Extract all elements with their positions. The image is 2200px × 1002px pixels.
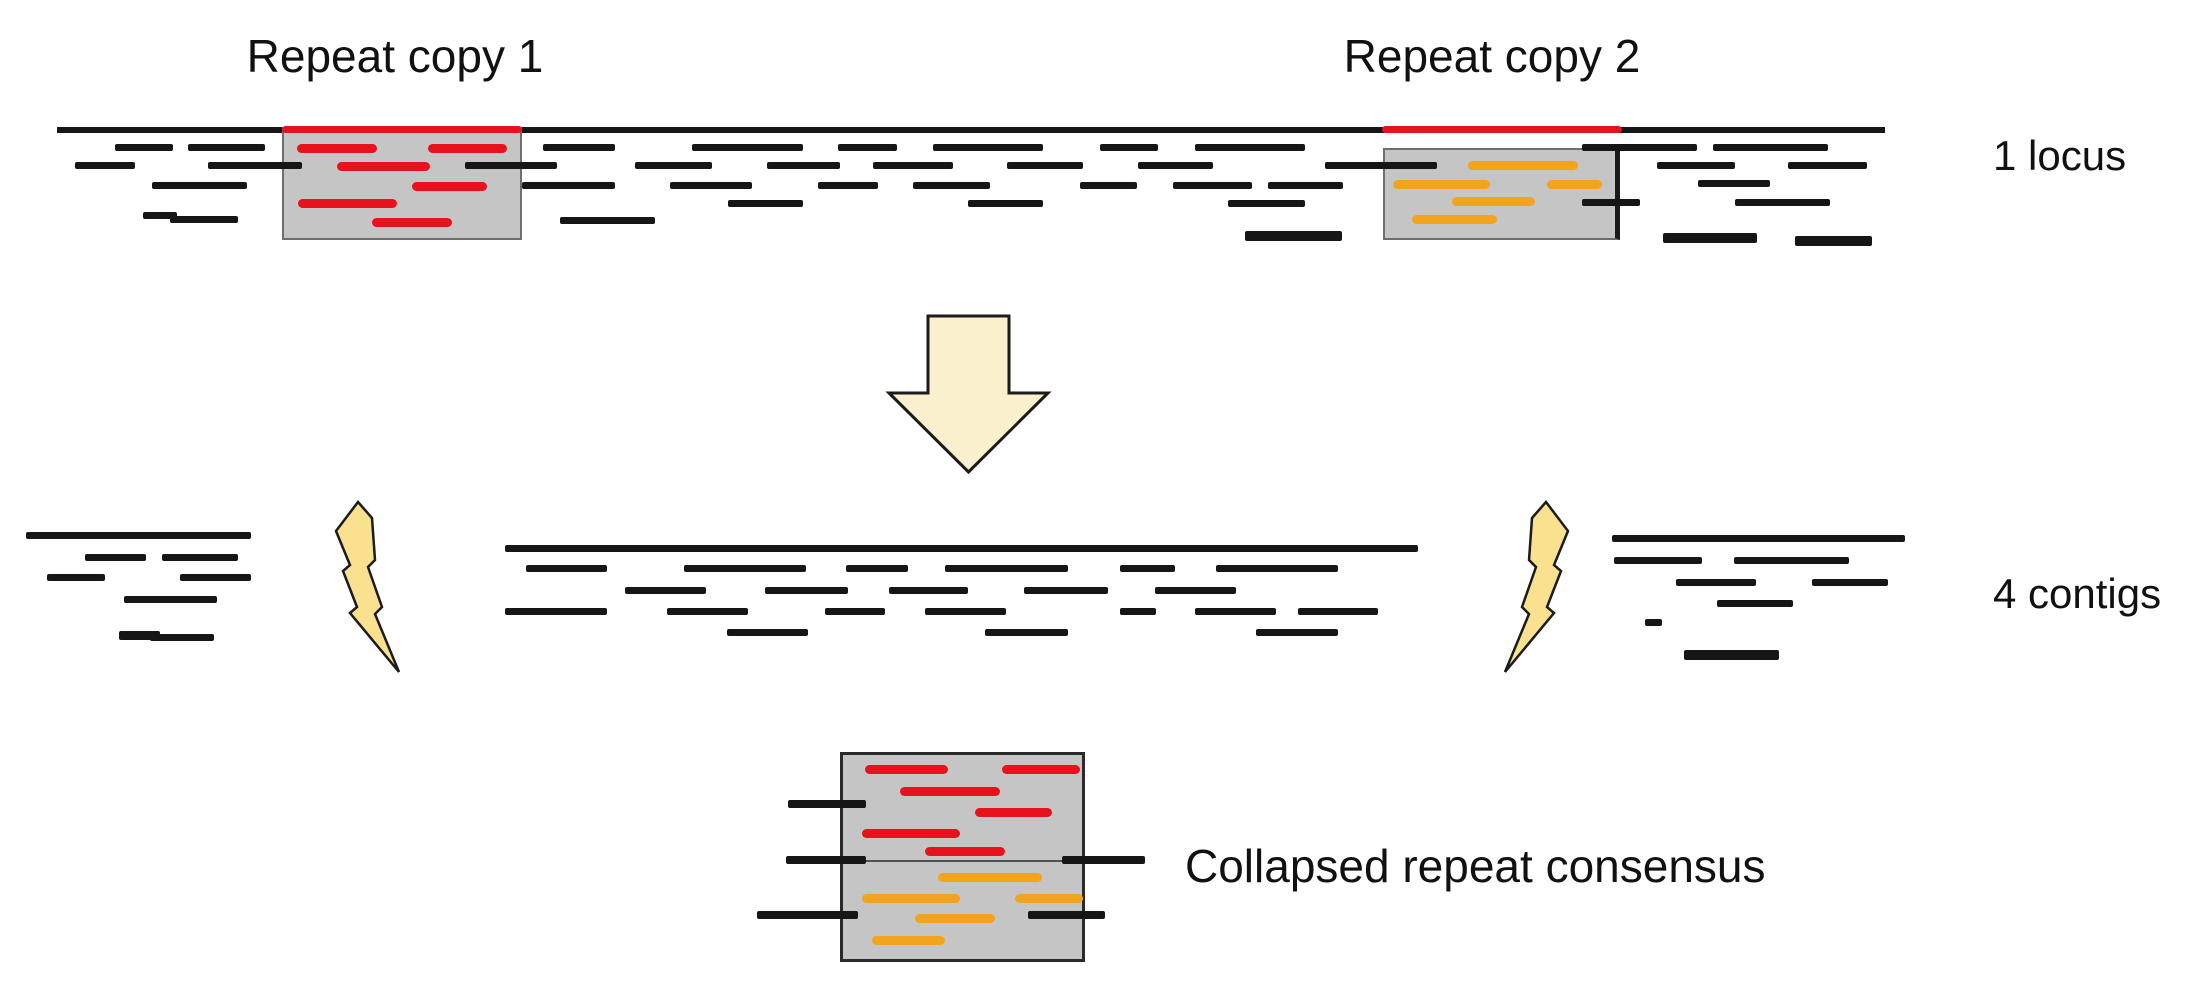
lightning-bolt-left-icon	[334, 500, 401, 673]
down-arrow-icon	[885, 314, 1052, 475]
lightning-bolt-right-icon	[1503, 500, 1570, 673]
